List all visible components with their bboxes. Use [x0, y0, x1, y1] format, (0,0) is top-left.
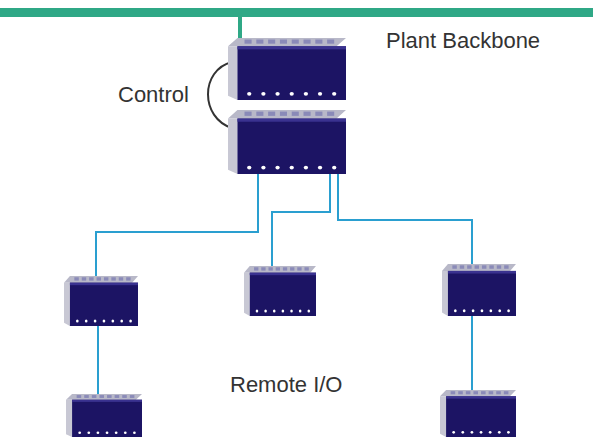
network-label: Control [118, 84, 189, 106]
remote-io-rack [64, 276, 138, 326]
remote-io-rack [66, 394, 142, 437]
remote-io-rack [440, 390, 516, 437]
backbone-drop [238, 17, 242, 40]
io-wiring [96, 172, 472, 396]
control-rack [228, 110, 346, 174]
remote-io-rack [244, 266, 316, 316]
backbone-bar [0, 8, 593, 17]
network-label: Plant Backbone [386, 30, 540, 52]
network-label: Remote I/O [230, 374, 342, 396]
remote-io-rack [442, 264, 516, 316]
control-rack [228, 38, 346, 100]
